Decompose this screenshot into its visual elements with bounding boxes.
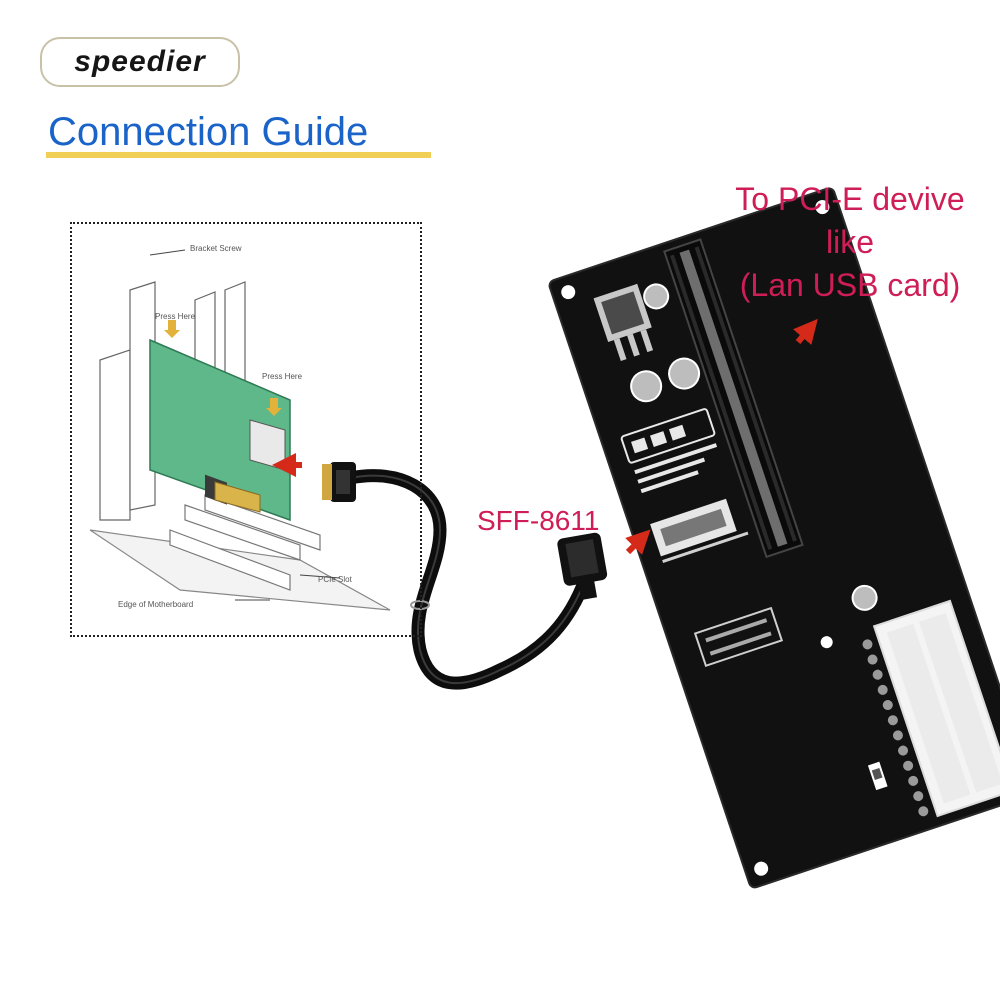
inset-diagram-frame: [70, 222, 422, 637]
sff-8611-cable: [322, 462, 608, 690]
red-arrows: [272, 318, 818, 555]
brand-logo-text: speedier: [74, 45, 206, 78]
pcie-target-line-1: To PCI-E devive: [735, 181, 965, 217]
title-underline: [46, 152, 431, 158]
sff-8611-port: [650, 498, 749, 563]
cable-plug-right: [557, 532, 608, 601]
inset-label-motherboard: Edge of Motherboard: [118, 600, 194, 609]
inset-label-bracket-screw: Bracket Screw: [190, 244, 242, 253]
inset-label-pcie-slot: PCIe Slot: [318, 575, 352, 584]
pcie-target-line-3: (Lan USB card): [739, 267, 961, 303]
pcie-target-line-2: like: [825, 224, 874, 260]
pcie-x16-slot: [663, 238, 804, 559]
atx-power-connector: [862, 599, 1000, 818]
connector-label: SFF-8611: [477, 505, 600, 536]
cable-plug-left: [322, 462, 356, 502]
pcie-target-label: To PCI-E devive like (Lan USB card): [700, 178, 1000, 307]
inset-label-press-here-2: Press Here: [262, 372, 303, 381]
page-title: Connection Guide: [48, 110, 369, 154]
pcie-adapter-board: [548, 187, 1000, 889]
sff-8611-footprint: [693, 606, 784, 667]
pcie-slot-shapes: [169, 494, 321, 591]
capacitors: [630, 283, 878, 611]
power-switch: [867, 761, 888, 791]
arrow-board-port: [625, 529, 651, 555]
voltage-regulator: [593, 283, 654, 361]
silkscreen-marks: [620, 408, 718, 494]
arrow-pcie-slot: [793, 318, 818, 345]
inset-label-press-here-1: Press Here: [155, 312, 196, 321]
brand-logo: speedier: [40, 37, 240, 87]
